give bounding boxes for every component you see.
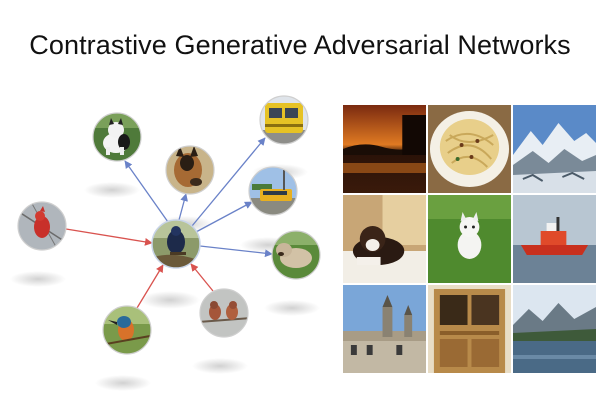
grid-image-sunset-lake bbox=[343, 105, 426, 193]
grid-image-red-boat bbox=[513, 195, 596, 283]
page-title: Contrastive Generative Adversarial Netwo… bbox=[29, 30, 571, 60]
grid-image-cathedral bbox=[343, 285, 426, 373]
arrow-to-shepherd bbox=[178, 193, 188, 221]
outgoing-arrows bbox=[124, 137, 273, 258]
node-cat bbox=[92, 112, 142, 162]
grid-image-snowy-mountains bbox=[513, 105, 596, 193]
generated-image-grid bbox=[343, 105, 596, 373]
grid-image-mountain-lake bbox=[513, 285, 596, 373]
arrow-from-kingfisher bbox=[136, 264, 164, 309]
arrow-to-dog-lying bbox=[199, 245, 273, 258]
grid-image-dog-on-bed bbox=[343, 195, 426, 283]
grid-image-spaghetti bbox=[428, 105, 511, 193]
node-small-birds bbox=[199, 288, 249, 338]
center-node-bird bbox=[151, 219, 201, 269]
node-bus bbox=[248, 166, 298, 216]
node-shepherd bbox=[165, 145, 215, 195]
arrow-to-train bbox=[191, 137, 266, 227]
arrow-from-small-birds bbox=[190, 263, 214, 292]
incoming-arrows bbox=[65, 228, 214, 309]
grid-image-white-puppy bbox=[428, 195, 511, 283]
node-cardinal bbox=[17, 201, 67, 251]
arrow-to-cat bbox=[124, 160, 169, 223]
node-dog-lying bbox=[271, 230, 321, 280]
node-train bbox=[259, 95, 309, 145]
arrow-to-bus bbox=[195, 201, 253, 233]
grid-image-wooden-cabinet bbox=[428, 285, 511, 373]
node-kingfisher bbox=[102, 305, 152, 355]
contrastive-diagram bbox=[10, 95, 321, 391]
arrow-from-cardinal bbox=[65, 228, 153, 246]
